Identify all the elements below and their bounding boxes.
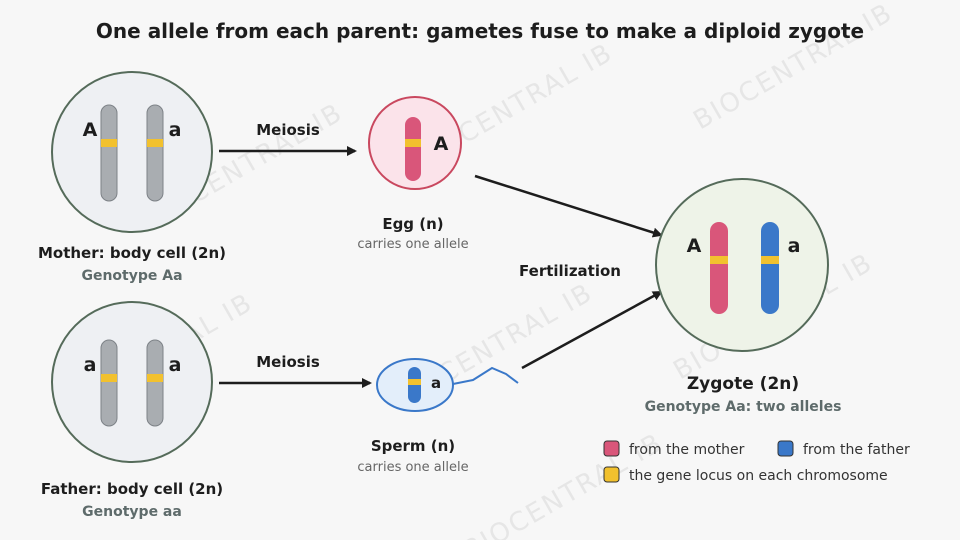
- father-cell: a a: [51, 301, 213, 463]
- legend-label-maternal: from the mother: [629, 442, 745, 458]
- egg-chromosome: [405, 117, 421, 181]
- diagram-title: One allele from each parent: gametes fus…: [96, 19, 864, 43]
- meiosis-label-mother: Meiosis: [256, 121, 320, 139]
- sperm-allele: a: [431, 374, 441, 392]
- meiosis-label-father: Meiosis: [256, 353, 320, 371]
- sperm-cell: a: [376, 358, 519, 412]
- zygote-label: Zygote (2n): [687, 374, 799, 394]
- sperm-label: Sperm (n): [371, 437, 455, 455]
- egg-cell: A: [368, 96, 462, 190]
- fertilization-arrow-egg: [474, 174, 663, 238]
- zygote-paternal-chromosome: [761, 222, 779, 314]
- zygote-genotype: Genotype Aa: two alleles: [645, 399, 842, 415]
- mother-chromosome-2: [146, 104, 164, 202]
- mother-genotype: Genotype Aa: [81, 268, 182, 284]
- zygote-maternal-locus: [710, 256, 728, 264]
- egg-label: Egg (n): [382, 215, 443, 233]
- father-chromosome-2: [146, 339, 164, 427]
- sperm-sublabel: carries one allele: [357, 460, 468, 475]
- egg-chromosome-locus: [405, 139, 421, 147]
- zygote-allele-paternal: a: [788, 235, 801, 257]
- mother-chromosome-1-locus: [101, 139, 117, 147]
- mother-chromosome-2-locus: [147, 139, 163, 147]
- zygote-allele-maternal: A: [687, 235, 702, 257]
- mother-allele-2: a: [169, 119, 182, 141]
- father-chromosome-2-locus: [147, 374, 163, 382]
- zygote-paternal-locus: [761, 256, 779, 264]
- sperm-chromosome-locus: [408, 379, 421, 385]
- father-cell-membrane: [51, 301, 213, 463]
- legend: from the mother from the father the gene…: [603, 440, 910, 484]
- egg-sublabel: carries one allele: [357, 237, 468, 252]
- fertilization-arrow-sperm: [521, 290, 663, 370]
- mother-cell: A a: [51, 71, 213, 233]
- zygote-maternal-chromosome: [710, 222, 728, 314]
- egg-allele: A: [434, 133, 449, 155]
- father-chromosome-1-locus: [101, 374, 117, 382]
- father-allele-2: a: [169, 354, 182, 376]
- sperm-tail: [452, 366, 519, 385]
- father-chromosome-1: [100, 339, 118, 427]
- zygote-cell: A a: [655, 178, 829, 352]
- father-allele-1: a: [84, 354, 97, 376]
- father-label: Father: body cell (2n): [41, 480, 223, 498]
- legend-label-locus: the gene locus on each chromosome: [629, 468, 888, 484]
- mother-chromosome-1: [100, 104, 118, 202]
- legend-swatch-paternal: [777, 440, 794, 457]
- legend-swatch-maternal: [603, 440, 620, 457]
- mother-label: Mother: body cell (2n): [38, 244, 226, 262]
- father-genotype: Genotype aa: [82, 504, 182, 520]
- mother-allele-1: A: [83, 119, 98, 141]
- fertilization-label: Fertilization: [519, 262, 621, 280]
- legend-label-paternal: from the father: [803, 442, 910, 458]
- legend-swatch-locus: [603, 466, 620, 483]
- zygote-membrane: [655, 178, 829, 352]
- mother-cell-membrane: [51, 71, 213, 233]
